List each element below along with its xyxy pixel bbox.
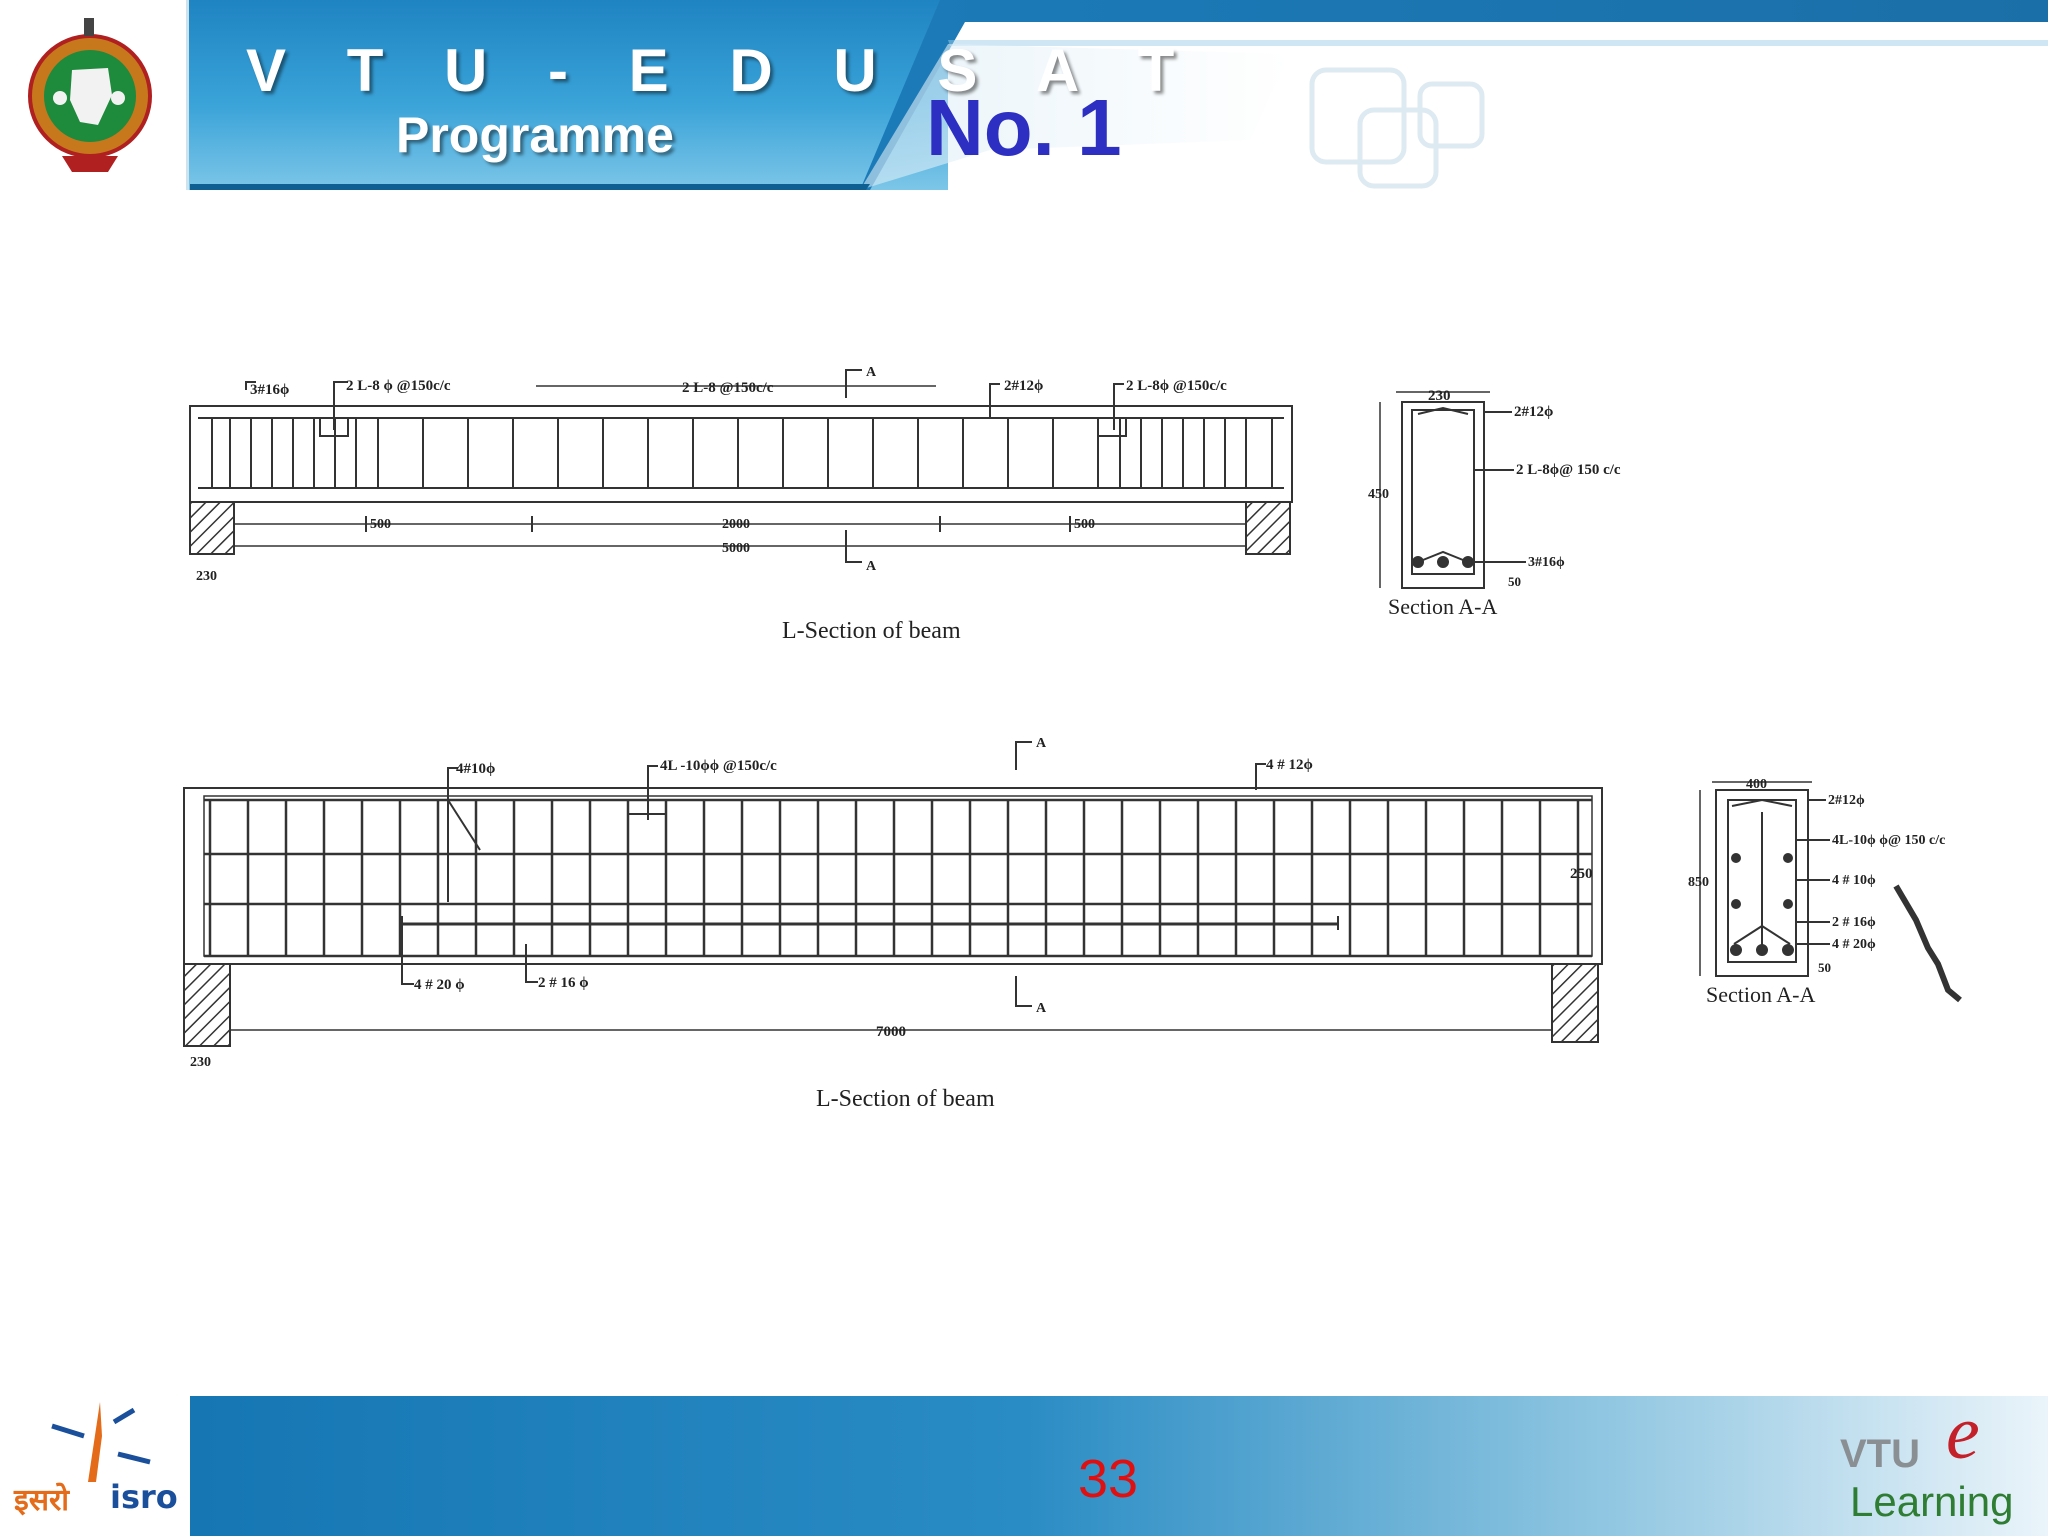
beam1-section-width: 230	[1428, 388, 1451, 404]
isro-english-text: isro	[110, 1478, 178, 1516]
beam2-span: 7000	[876, 1024, 906, 1040]
beam2-stirrup-label: 4L -10ϕϕ @150c/c	[660, 758, 777, 774]
beam1-stirrup-right-label: 2 L-8ϕ @150c/c	[1126, 378, 1227, 394]
beam2-section-caption: Section A-A	[1706, 982, 1815, 1007]
isro-hindi-text: इसरो	[14, 1483, 70, 1518]
beam1-span: 5000	[722, 541, 750, 556]
program-subtitle: Programme	[396, 107, 674, 163]
beam1-section-mark-bottom: A	[866, 559, 877, 574]
elearning-e-mark: e	[1946, 1391, 1980, 1475]
beam2-section-mark-bottom: A	[1036, 1001, 1047, 1016]
beam2-section-top-bar: 2#12ϕ	[1828, 793, 1865, 808]
beam1-dim-left: 500	[370, 517, 391, 532]
beam2-support-width: 230	[190, 1055, 211, 1070]
beam2-caption: L-Section of beam	[816, 1086, 995, 1112]
beam1-section-top-bar: 2#12ϕ	[1514, 404, 1553, 420]
beam1-hanger-label: 2#12ϕ	[1004, 378, 1043, 394]
vtu-logo-text: VTU	[1840, 1432, 1920, 1476]
beam1-section-stirrup: 2 L-8ϕ@ 150 c/c	[1516, 462, 1621, 478]
beam1-section-bottom-bar: 3#16ϕ	[1528, 555, 1565, 570]
vtu-emblem-logo	[0, 0, 189, 190]
beam2-bottom-bar-1: 4 # 20 ϕ	[414, 977, 465, 993]
decorative-squares-icon	[1309, 67, 1485, 189]
vtu-elearning-logo: VTU e Learning	[1836, 1391, 2036, 1534]
isro-rocket-icon	[51, 1402, 151, 1482]
beam1-stirrup-left-label: 2 L-8 ϕ @150c/c	[346, 378, 451, 394]
page-number: 33	[1078, 1449, 1139, 1509]
slide-label: No. 1	[926, 83, 1122, 172]
beam1-longitudinal-section	[189, 369, 1293, 563]
beam1-labels: 3#16ϕ 2 L-8 ϕ @150c/c 2 L-8 @150c/c 2#12…	[196, 365, 1227, 644]
footer-background	[0, 1396, 2048, 1536]
beam2-section-side-bar: 4 # 10ϕ	[1832, 873, 1876, 888]
beam2-top-bar-label: 4 # 12ϕ	[1266, 757, 1313, 773]
header-background	[188, 0, 2048, 190]
beam1-dim-right: 500	[1074, 517, 1095, 532]
header-banner: V T U - E D U S A T Programme No. 1	[0, 0, 2048, 192]
beam1-section-depth: 450	[1368, 487, 1389, 502]
program-title: V T U - E D U S A T	[246, 37, 1197, 104]
beam1-dim-mid: 2000	[722, 517, 750, 532]
beam1-section-cover: 50	[1508, 574, 1521, 589]
learning-text: Learning	[1850, 1478, 2014, 1525]
footer-bar: इसरो isro VTU e Learning	[0, 1391, 2048, 1536]
beam2-stirrup-grid	[204, 798, 1592, 958]
beam-reinforcement-drawing: 3#16ϕ 2 L-8 ϕ @150c/c 2 L-8 @150c/c 2#12…	[183, 365, 1962, 1112]
beam2-section-depth: 850	[1688, 875, 1709, 890]
beam2-section-mark-top: A	[1036, 736, 1047, 751]
beam2-section-width: 400	[1746, 777, 1767, 792]
beam1-cross-section	[1379, 391, 1526, 589]
beam1-caption: L-Section of beam	[782, 618, 961, 644]
beam2-section-cover: 50	[1818, 960, 1831, 975]
beam1-support-width: 230	[196, 569, 217, 584]
beam2-section-stirrup: 4L-10ϕ ϕ@ 150 c/c	[1832, 833, 1945, 848]
beam1-top-bar-label: 3#16ϕ	[250, 382, 289, 398]
beam2-longitudinal-section	[183, 741, 1603, 1047]
beam1-section-labels: 230 450 2#12ϕ 2 L-8ϕ@ 150 c/c 3#16ϕ 50 S…	[1368, 388, 1621, 619]
beam2-depth-mark: 250	[1570, 866, 1593, 882]
beam1-section-mark-top: A	[866, 365, 877, 380]
beam1-section-caption: Section A-A	[1388, 594, 1497, 619]
beam2-side-bar-label: 4#10ϕ	[456, 761, 495, 777]
beam2-section-bottom-2: 4 # 20ϕ	[1832, 937, 1876, 952]
beam1-stirrups	[229, 418, 1247, 488]
beam2-cross-section	[1699, 781, 1962, 1003]
isro-logo: इसरो isro	[14, 1396, 184, 1536]
beam2-section-labels: 400 850 2#12ϕ 4L-10ϕ ϕ@ 150 c/c 4 # 10ϕ …	[1688, 777, 1945, 1007]
beam2-section-bottom-1: 2 # 16ϕ	[1832, 915, 1876, 930]
beam2-labels: 4#10ϕ 4L -10ϕϕ @150c/c 4 # 12ϕ A A 250 4…	[190, 736, 1593, 1112]
beam2-bottom-bar-2: 2 # 16 ϕ	[538, 975, 589, 991]
beam1-stirrup-mid-label: 2 L-8 @150c/c	[682, 380, 774, 396]
